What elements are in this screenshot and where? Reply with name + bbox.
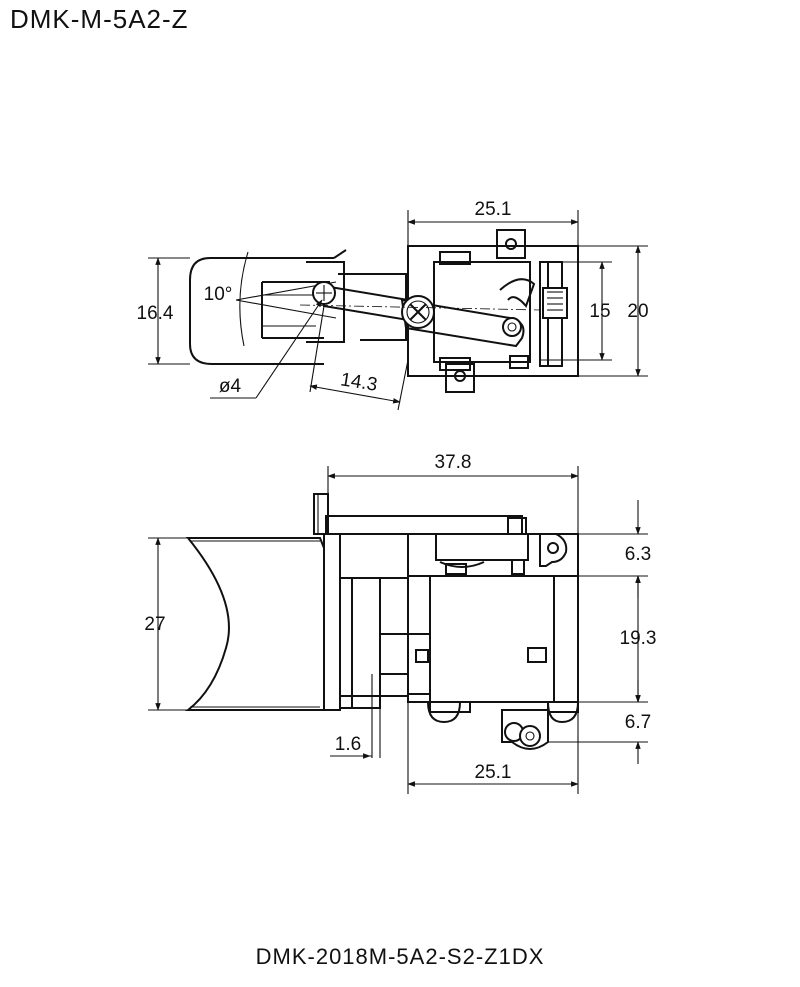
dim-lower-offset: 6.7	[625, 712, 651, 733]
bottom-terminal	[501, 709, 549, 750]
dim-step: 1.6	[335, 734, 361, 755]
dim-angle: 10°	[204, 284, 233, 305]
dim-body-height: 19.3	[620, 628, 657, 649]
dim-trigger-height: 27	[144, 614, 165, 635]
model-title: DMK-M-5A2-Z	[10, 4, 189, 34]
lever-pin	[502, 317, 522, 337]
trigger-paddle	[189, 257, 262, 365]
mount-tab-top	[496, 229, 526, 259]
dim-outer-height: 20	[627, 301, 648, 322]
dim-inner-height: 15	[589, 301, 610, 322]
bracket-right	[539, 533, 568, 567]
dim-overall-width: 37.8	[435, 452, 472, 473]
side-view: 37.8 27 6.3 19.3 6.7 1.6	[144, 452, 656, 794]
dim-left-height: 16.4	[137, 303, 174, 324]
top-view: 25.1 16.4 10° ø4 14.3 15 20	[137, 199, 649, 411]
part-number: DMK-2018M-5A2-S2-Z1DX	[255, 944, 545, 969]
dim-top-width: 25.1	[475, 199, 512, 220]
dim-base-width: 25.1	[475, 762, 512, 783]
dim-upper-offset: 6.3	[625, 544, 651, 565]
mount-tab-bottom	[445, 363, 475, 393]
trigger-side	[185, 537, 325, 711]
plunger-cap	[313, 493, 329, 535]
dim-diameter: ø4	[219, 376, 242, 397]
